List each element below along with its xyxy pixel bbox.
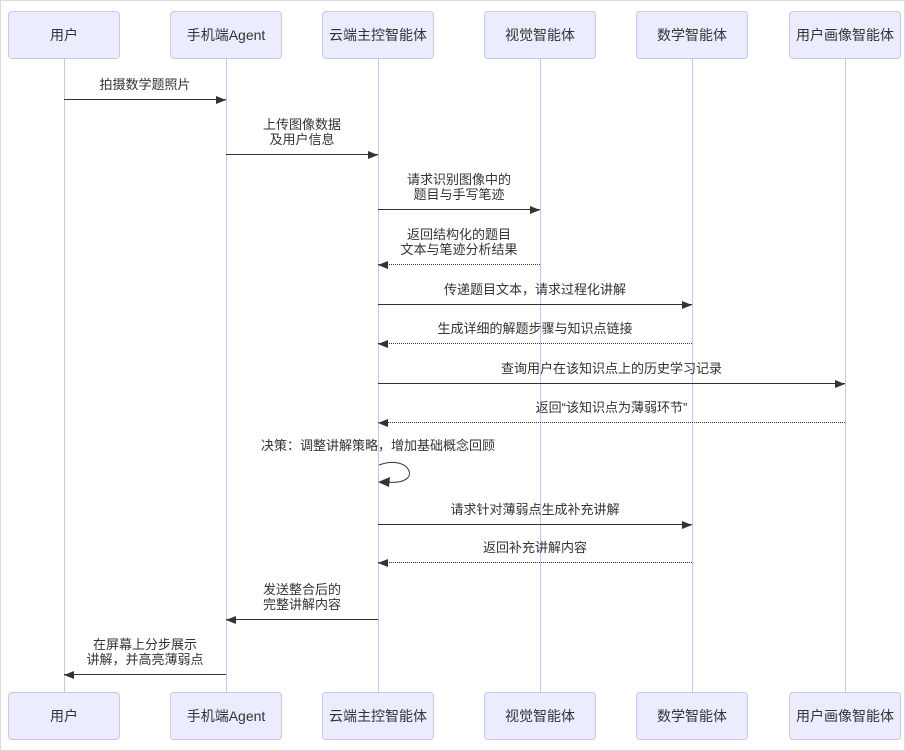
actor-label-mobile-agent: 手机端Agent bbox=[186, 708, 266, 724]
message-text-line: 文本与笔迹分析结果 bbox=[400, 242, 518, 257]
message-line-12 bbox=[226, 616, 378, 624]
message-line-11 bbox=[378, 559, 692, 567]
actor-label-mobile-agent: 手机端Agent bbox=[186, 27, 266, 43]
actor-box-top-cloud-master-agent: 云端主控智能体 bbox=[322, 11, 434, 59]
actor-label-user: 用户 bbox=[50, 27, 78, 43]
actor-box-bottom-user-profile-agent: 用户画像智能体 bbox=[789, 692, 901, 740]
lifeline-mobile-agent bbox=[226, 59, 227, 692]
lifeline-vision-agent bbox=[540, 59, 541, 692]
arrowhead-icon bbox=[530, 206, 540, 214]
message-text-line: 拍摄数学题照片 bbox=[99, 77, 191, 92]
message-text-10: 请求针对薄弱点生成补充讲解 bbox=[378, 502, 692, 517]
actor-label-vision-agent: 视觉智能体 bbox=[505, 27, 575, 43]
message-line-13 bbox=[64, 671, 226, 679]
message-text-line: 及用户信息 bbox=[269, 132, 335, 147]
actor-box-bottom-math-agent: 数学智能体 bbox=[636, 692, 748, 740]
actor-box-top-vision-agent: 视觉智能体 bbox=[484, 11, 596, 59]
message-text-11: 返回补充讲解内容 bbox=[378, 540, 692, 555]
message-text-line: 上传图像数据 bbox=[262, 117, 341, 132]
actor-box-top-user-profile-agent: 用户画像智能体 bbox=[789, 11, 901, 59]
message-text-line: 返回补充讲解内容 bbox=[482, 540, 587, 555]
actor-box-top-mobile-agent: 手机端Agent bbox=[170, 11, 282, 59]
message-line-10 bbox=[378, 521, 692, 529]
actor-label-math-agent: 数学智能体 bbox=[657, 708, 727, 724]
message-line-6 bbox=[378, 340, 692, 348]
message-text-12: 发送整合后的完整讲解内容 bbox=[226, 582, 378, 612]
message-text-6: 生成详细的解题步骤与知识点链接 bbox=[378, 321, 692, 336]
message-line-3 bbox=[378, 206, 540, 214]
lifeline-user bbox=[64, 59, 65, 692]
message-text-line: 完整讲解内容 bbox=[262, 597, 341, 612]
actor-label-cloud-master-agent: 云端主控智能体 bbox=[329, 708, 427, 724]
actor-label-user-profile-agent: 用户画像智能体 bbox=[796, 27, 894, 43]
actor-label-math-agent: 数学智能体 bbox=[657, 27, 727, 43]
actor-box-top-math-agent: 数学智能体 bbox=[636, 11, 748, 59]
message-text-line: 返回“该知识点为薄弱环节” bbox=[535, 400, 688, 415]
arrowhead-icon bbox=[835, 380, 845, 388]
message-text-2: 上传图像数据及用户信息 bbox=[226, 117, 378, 147]
message-text-line: 题目与手写笔迹 bbox=[413, 187, 505, 202]
lifeline-math-agent bbox=[692, 59, 693, 692]
message-text-line: 生成详细的解题步骤与知识点链接 bbox=[437, 321, 633, 336]
message-line-4 bbox=[378, 261, 540, 269]
message-text-7: 查询用户在该知识点上的历史学习记录 bbox=[378, 361, 845, 376]
arrowhead-icon bbox=[226, 616, 236, 624]
message-text-line: 决策：调整讲解策略，增加基础概念回顾 bbox=[260, 438, 495, 453]
message-text-line: 请求识别图像中的 bbox=[406, 172, 511, 187]
arrowhead-icon bbox=[368, 151, 378, 159]
message-text-8: 返回“该知识点为薄弱环节” bbox=[378, 400, 845, 415]
arrowhead-icon bbox=[378, 261, 388, 269]
message-text-line: 返回结构化的题目 bbox=[406, 227, 511, 242]
arrowhead-icon bbox=[378, 559, 388, 567]
message-text-line: 讲解，并高亮薄弱点 bbox=[86, 652, 204, 667]
message-text-line: 请求针对薄弱点生成补充讲解 bbox=[450, 502, 620, 517]
message-line-7 bbox=[378, 380, 845, 388]
message-text-4: 返回结构化的题目文本与笔迹分析结果 bbox=[378, 227, 540, 257]
message-line-2 bbox=[226, 151, 378, 159]
actor-label-vision-agent: 视觉智能体 bbox=[505, 708, 575, 724]
actor-box-bottom-mobile-agent: 手机端Agent bbox=[170, 692, 282, 740]
actor-box-bottom-vision-agent: 视觉智能体 bbox=[484, 692, 596, 740]
arrowhead-icon bbox=[682, 521, 692, 529]
actor-label-user: 用户 bbox=[50, 708, 78, 724]
lifeline-cloud-master-agent bbox=[378, 59, 379, 692]
arrowhead-icon bbox=[682, 301, 692, 309]
message-text-line: 传递题目文本，请求过程化讲解 bbox=[443, 282, 626, 297]
message-text-1: 拍摄数学题照片 bbox=[64, 77, 226, 92]
arrowhead-icon bbox=[64, 671, 74, 679]
actor-label-user-profile-agent: 用户画像智能体 bbox=[796, 708, 894, 724]
message-text-line: 在屏幕上分步展示 bbox=[92, 637, 197, 652]
message-text-5: 传递题目文本，请求过程化讲解 bbox=[378, 282, 692, 297]
arrowhead-icon bbox=[378, 419, 388, 427]
self-loop-icon bbox=[377, 456, 433, 490]
lifeline-user-profile-agent bbox=[845, 59, 846, 692]
actor-label-cloud-master-agent: 云端主控智能体 bbox=[329, 27, 427, 43]
message-text-3: 请求识别图像中的题目与手写笔迹 bbox=[378, 172, 540, 202]
message-text-13: 在屏幕上分步展示讲解，并高亮薄弱点 bbox=[64, 637, 226, 667]
self-message-text: 决策：调整讲解策略，增加基础概念回顾 bbox=[218, 438, 538, 453]
arrowhead-icon bbox=[378, 340, 388, 348]
actor-box-bottom-user: 用户 bbox=[8, 692, 120, 740]
message-line-5 bbox=[378, 301, 692, 309]
message-line-1 bbox=[64, 96, 226, 104]
actor-box-top-user: 用户 bbox=[8, 11, 120, 59]
message-line-8 bbox=[378, 419, 845, 427]
actor-box-bottom-cloud-master-agent: 云端主控智能体 bbox=[322, 692, 434, 740]
message-text-line: 查询用户在该知识点上的历史学习记录 bbox=[500, 361, 722, 376]
arrowhead-icon bbox=[216, 96, 226, 104]
message-text-line: 发送整合后的 bbox=[262, 582, 341, 597]
